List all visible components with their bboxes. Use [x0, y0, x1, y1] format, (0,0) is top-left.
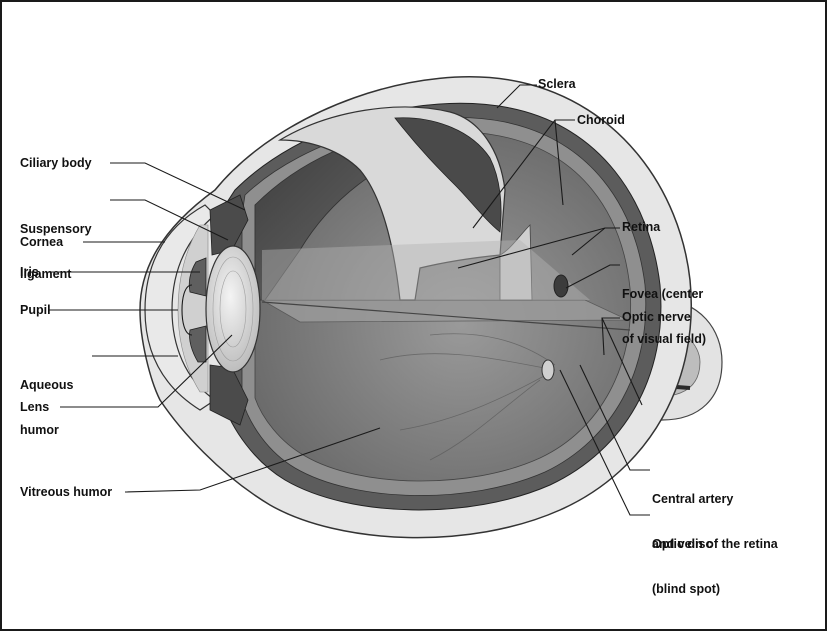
optic-disc [542, 360, 554, 380]
label-lens: Lens [20, 400, 49, 415]
label-optic-nerve: Optic nerve [622, 310, 691, 325]
label-aqueous-line1: Aqueous [20, 378, 73, 393]
label-optic-disc: Optic disc (blind spot) [652, 507, 720, 612]
label-optic-disc-line1: Optic disc [652, 537, 720, 552]
label-central-artery-line1: Central artery [652, 492, 778, 507]
label-vitreous-humor: Vitreous humor [20, 485, 112, 500]
label-retina: Retina [622, 220, 660, 235]
label-aqueous-line2: humor [20, 423, 73, 438]
label-fovea-line2: of visual field) [622, 332, 706, 347]
fovea [554, 275, 568, 297]
label-iris: Iris [20, 265, 39, 280]
label-choroid: Choroid [577, 113, 625, 128]
cut-plane [262, 300, 628, 322]
label-pupil: Pupil [20, 303, 51, 318]
label-ciliary-body: Ciliary body [20, 156, 92, 171]
label-cornea: Cornea [20, 235, 63, 250]
label-sclera: Sclera [538, 77, 576, 92]
label-optic-disc-line2: (blind spot) [652, 582, 720, 597]
label-fovea-line1: Fovea (center [622, 287, 706, 302]
